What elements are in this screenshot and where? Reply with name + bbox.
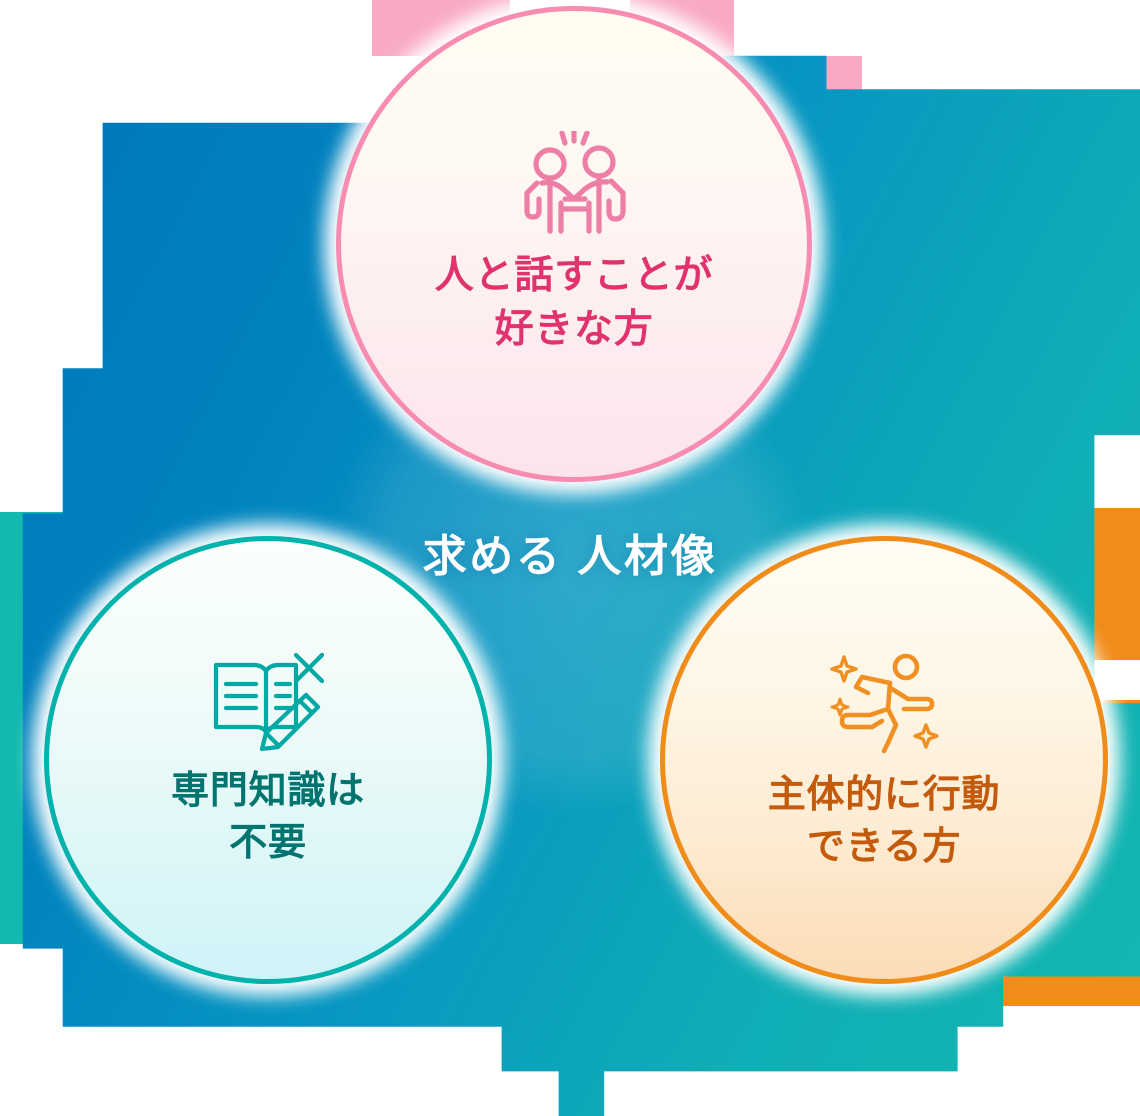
bubble-proactive[interactable]: 主体的に行動 できる方	[660, 536, 1108, 984]
bubble-no-expertise[interactable]: 専門知識は 不要	[44, 536, 492, 984]
center-title: 求める 人材像	[422, 532, 718, 581]
book-pencil-cross-icon	[210, 651, 326, 751]
two-people-talking-icon	[509, 128, 639, 235]
bubble-label-people-talking: 人と話すことが 好きな方	[434, 254, 714, 351]
bubble-people-talking[interactable]: 人と話すことが 好きな方	[336, 6, 812, 482]
accent-rect-orange-right-upper	[1088, 508, 1140, 660]
running-person-sparkle-icon	[826, 647, 942, 755]
bubble-label-proactive: 主体的に行動 できる方	[767, 773, 1001, 868]
bubble-label-no-expertise: 専門知識は 不要	[171, 769, 365, 864]
